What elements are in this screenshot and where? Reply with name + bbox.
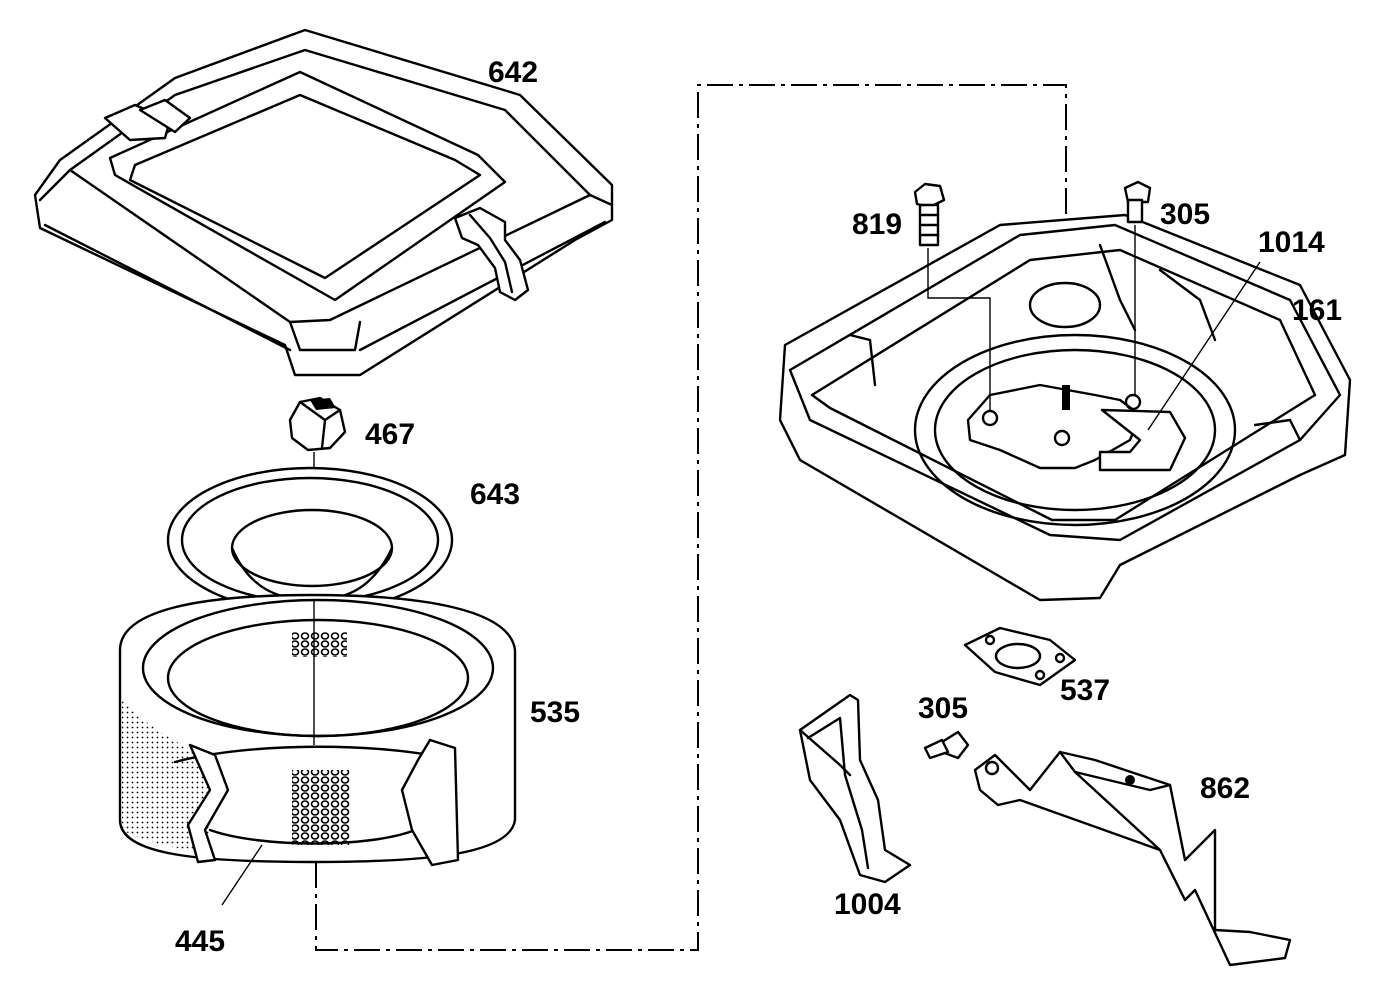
bolt-part-819 [913, 182, 991, 412]
part-label-537: 537 [1060, 674, 1111, 707]
part-label-445: 445 [175, 925, 226, 958]
part-label-161: 161 [1292, 294, 1343, 327]
part-label-862: 862 [1200, 772, 1251, 805]
deflector-part-1004 [798, 693, 912, 884]
fastener-path-line [315, 84, 1067, 951]
part-label-305-top: 305 [1160, 198, 1211, 231]
part-label-535: 535 [530, 696, 581, 729]
part-label-642: 642 [488, 56, 539, 89]
part-label-643: 643 [470, 478, 521, 511]
screw-part-305-bottom [923, 730, 970, 760]
gasket-part-537 [963, 626, 1077, 687]
part-label-1014: 1014 [1258, 226, 1325, 259]
base-part-161 [778, 213, 1352, 602]
part-label-1004: 1004 [834, 888, 901, 921]
screw-part-305-top [1123, 180, 1152, 396]
filter-cover-part-643 [166, 466, 454, 614]
part-label-305-bottom: 305 [918, 692, 969, 725]
leader-1014 [1147, 261, 1261, 431]
bracket-part-862 [973, 750, 1292, 967]
part-label-819: 819 [852, 208, 903, 241]
part-label-467: 467 [365, 418, 416, 451]
cover-part-642 [33, 28, 614, 377]
leader-445 [221, 844, 263, 906]
filter-element-part-535 [118, 593, 517, 867]
